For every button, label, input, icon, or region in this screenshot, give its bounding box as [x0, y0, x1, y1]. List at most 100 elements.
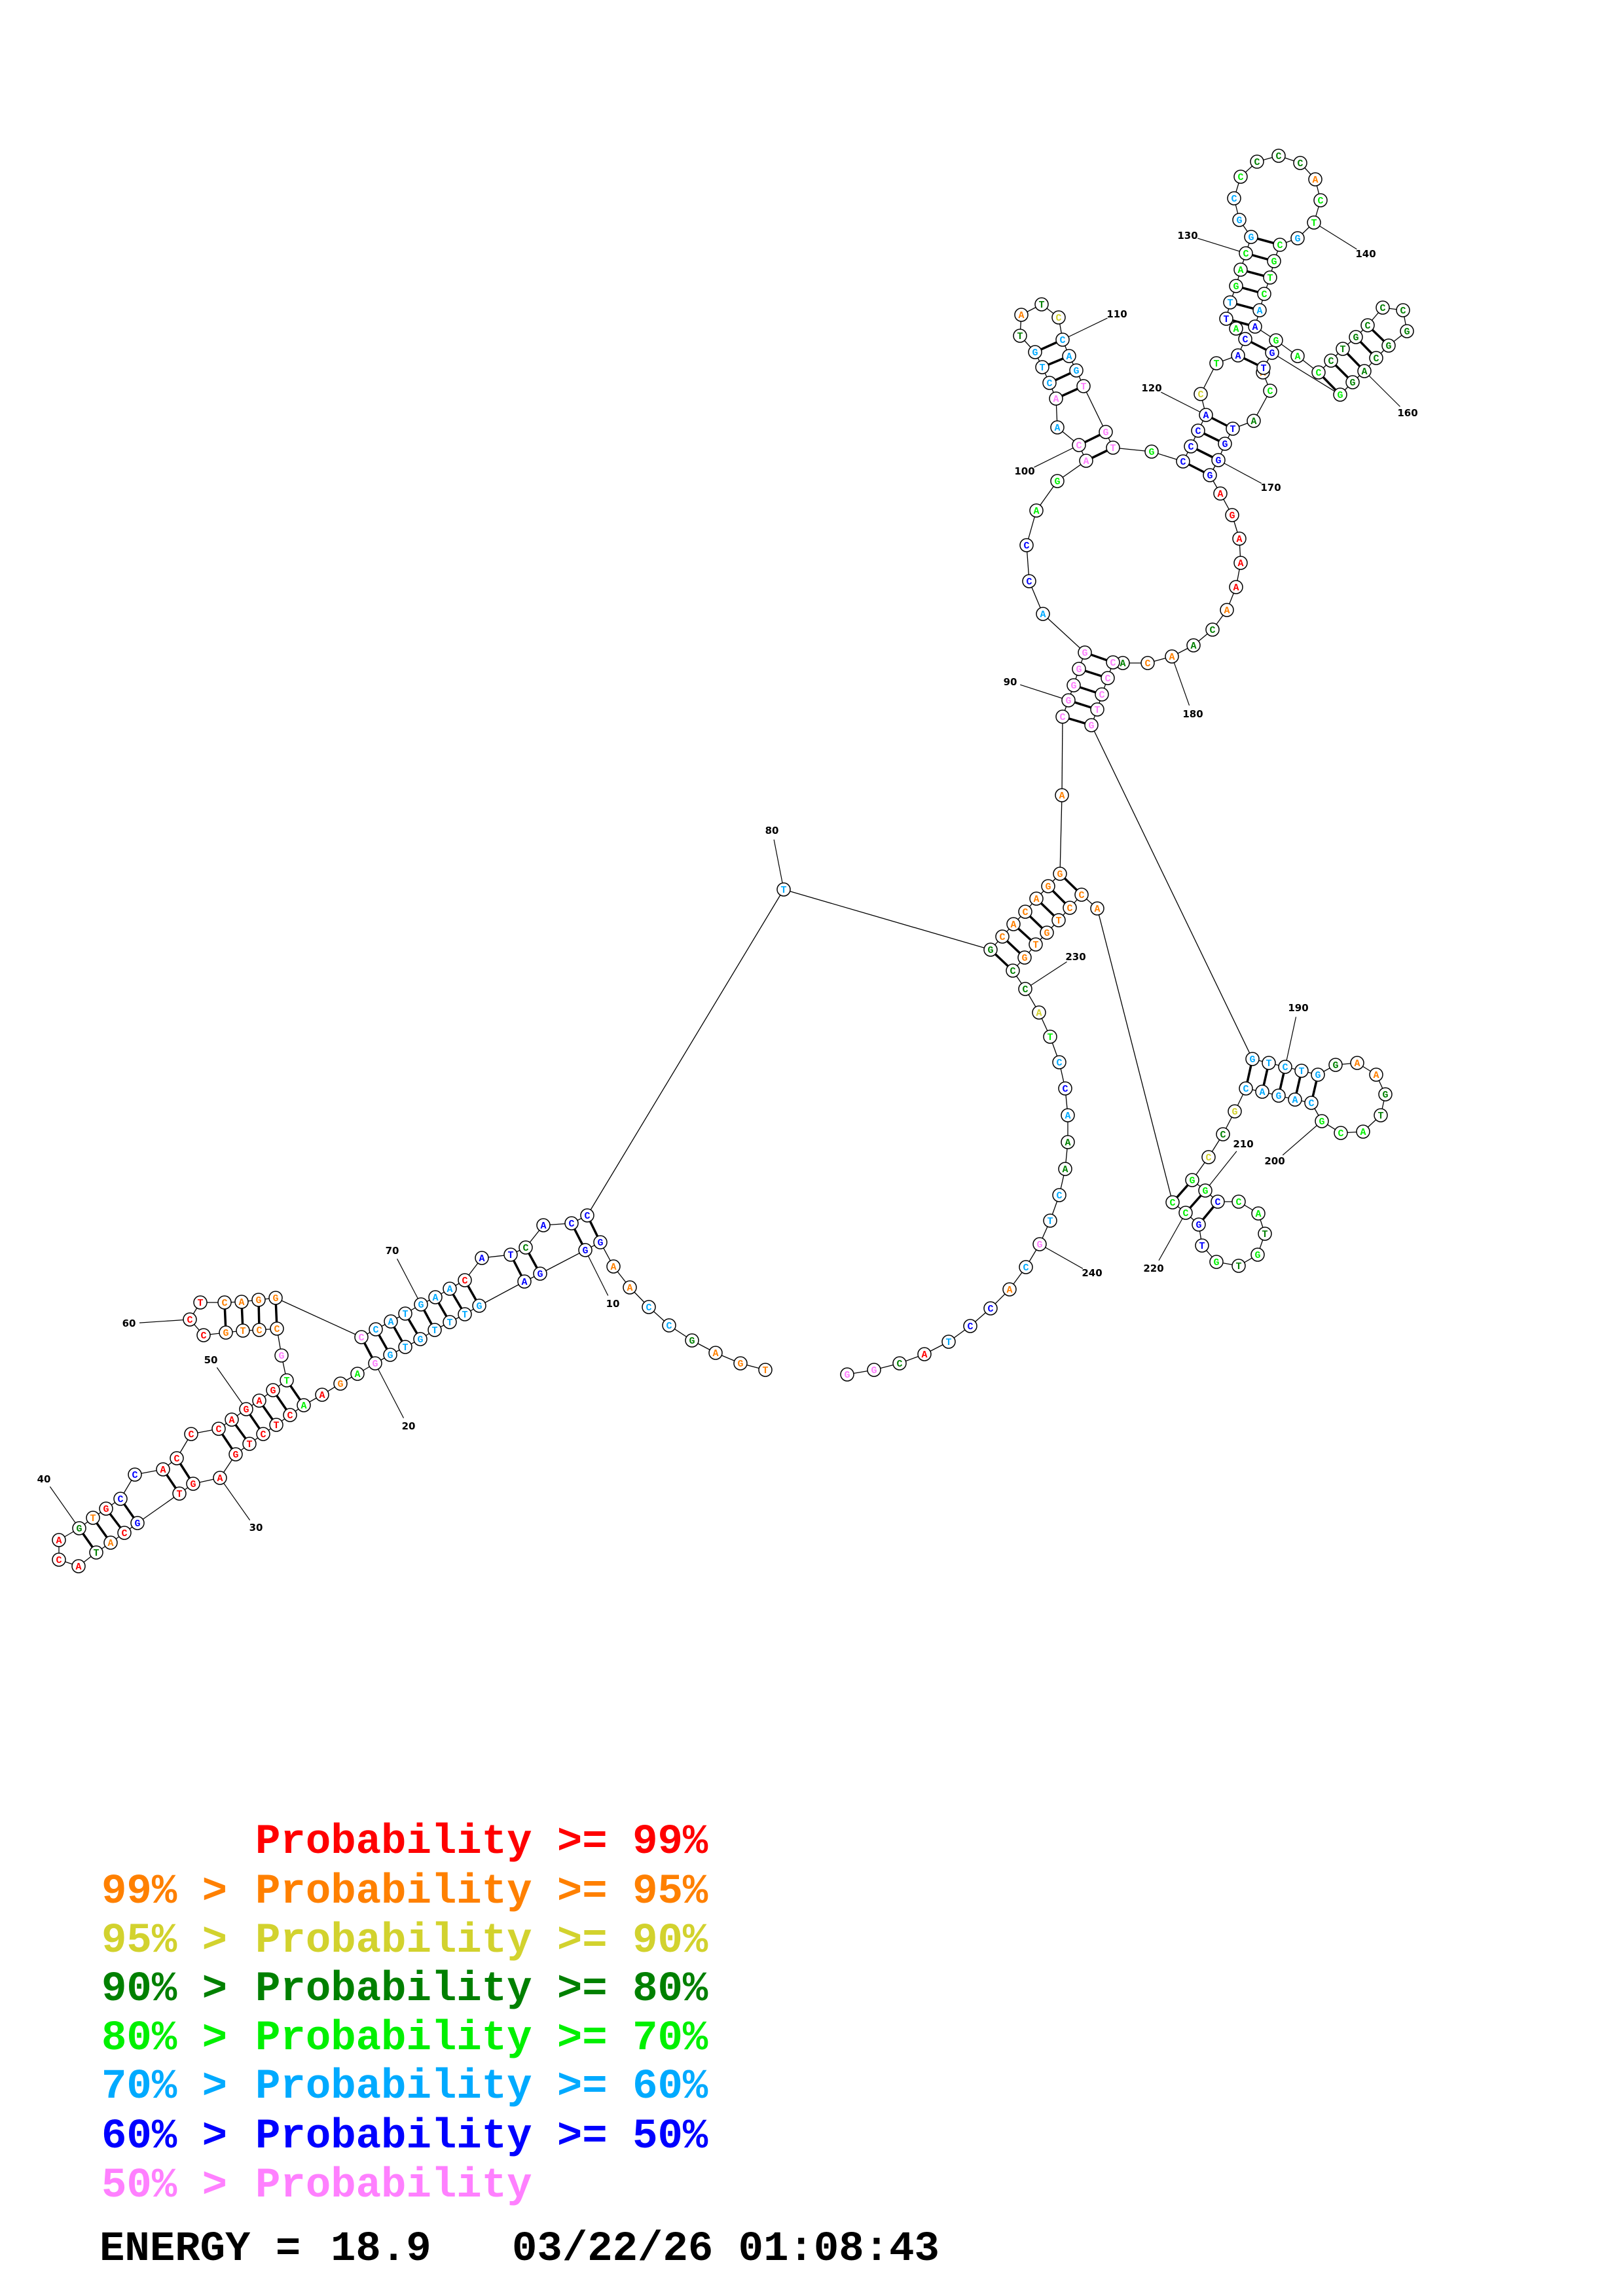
nucleotide-circle	[228, 1447, 243, 1462]
nucleotide-circle	[398, 1340, 412, 1354]
nucleotide-letter: G	[337, 1379, 343, 1390]
nucleotide-184: C	[1101, 671, 1115, 685]
nucleotide-126: T	[1219, 312, 1233, 326]
nucleotide-41: T	[86, 1511, 100, 1525]
nucleotide-188: G	[1245, 1052, 1260, 1066]
nucleotide-circle	[213, 1471, 227, 1485]
nucleotide-letter: C	[1220, 1130, 1226, 1141]
nucleotide-letter: A	[301, 1401, 306, 1412]
nucleotide-237: A	[1058, 1162, 1072, 1176]
nucleotide-14: T	[458, 1307, 472, 1321]
nucleotide-11: G	[533, 1266, 547, 1281]
nucleotide-letter: C	[1062, 1084, 1068, 1095]
nucleotide-circle	[1226, 422, 1240, 436]
nucleotide-236: A	[1061, 1135, 1075, 1149]
nucleotide-circle	[475, 1251, 489, 1265]
nucleotide-247: C	[892, 1356, 907, 1371]
nucleotide-circle	[117, 1526, 132, 1540]
nucleotide-55: C	[270, 1321, 284, 1336]
position-label-240: 240	[1082, 1267, 1102, 1279]
nucleotide-113: T	[1076, 379, 1091, 393]
nucleotide-circle	[1256, 361, 1271, 375]
nucleotide-letter: G	[537, 1269, 543, 1280]
nucleotide-178: C	[1205, 622, 1220, 637]
nucleotide-59: C	[196, 1328, 211, 1342]
nucleotide-circle	[1013, 329, 1027, 343]
nucleotide-42: G	[99, 1501, 113, 1516]
nucleotide-letter: C	[1104, 673, 1110, 685]
nucleotide-letter: C	[1242, 334, 1248, 346]
nucleotide-letter: C	[1022, 907, 1028, 918]
position-label-40: 40	[37, 1473, 51, 1485]
nucleotide-circle	[170, 1451, 184, 1465]
nucleotide-letter: C	[1275, 151, 1281, 162]
nucleotide-letter: C	[1231, 194, 1237, 205]
nucleotide-circle	[1232, 531, 1247, 546]
nucleotide-180: A	[1165, 649, 1179, 664]
nucleotide-circle	[1315, 1114, 1329, 1128]
nucleotide-circle	[472, 1299, 486, 1313]
nucleotide-127: T	[1223, 295, 1237, 310]
nucleotide-231: A	[1032, 1005, 1046, 1020]
nucleotide-45: A	[156, 1462, 170, 1477]
legend-row-2-prefix: 95% >	[101, 1918, 227, 1965]
nucleotide-133: C	[1227, 191, 1241, 206]
position-label-ticks	[49, 222, 1400, 1529]
nucleotide-130: C	[1239, 246, 1253, 260]
nucleotide-letter: C	[132, 1470, 137, 1481]
nucleotide-letter: A	[712, 1348, 718, 1359]
nucleotide-circle	[184, 1427, 198, 1441]
nucleotide-207: C	[1216, 1127, 1230, 1141]
nucleotide-letter: C	[117, 1494, 123, 1505]
nucleotide-circle	[86, 1511, 100, 1525]
nucleotide-letter: G	[582, 1246, 588, 1257]
nucleotide-65: G	[268, 1291, 283, 1305]
nucleotide-19: G	[383, 1348, 397, 1362]
nucleotide-letter: C	[358, 1333, 364, 1344]
nucleotide-letter: G	[1249, 1054, 1255, 1066]
position-label-230: 230	[1065, 951, 1085, 963]
nucleotide-letter: T	[90, 1513, 96, 1524]
nucleotide-192: G	[1311, 1067, 1325, 1082]
nucleotide-letter: G	[1045, 882, 1051, 893]
nucleotide-62: C	[217, 1295, 232, 1310]
nucleotide-4: G	[685, 1333, 699, 1348]
nucleotide-99: A	[1079, 454, 1093, 468]
nucleotide-letter: C	[987, 1304, 993, 1315]
nucleotide-56: C	[252, 1323, 266, 1337]
nucleotide-213: A	[1251, 1206, 1266, 1221]
nucleotide-letter: C	[121, 1528, 127, 1539]
nucleotide-97: A	[1029, 503, 1044, 518]
nucleotide-letter: A	[1054, 423, 1060, 434]
nucleotide-circle	[251, 1293, 266, 1307]
nucleotide-circle	[225, 1412, 239, 1427]
nucleotide-225: T	[1051, 913, 1066, 927]
nucleotide-22: G	[333, 1376, 348, 1391]
nucleotide-letter: A	[160, 1465, 166, 1476]
nucleotide-circle	[1257, 287, 1271, 301]
nucleotide-200: G	[1315, 1114, 1329, 1128]
nucleotide-circle	[1293, 156, 1307, 170]
nucleotide-letter: T	[1039, 363, 1045, 374]
nucleotide-circle	[1036, 607, 1050, 621]
nucleotide-circle	[1084, 718, 1099, 732]
nucleotide-letter: G	[372, 1359, 378, 1370]
nucleotide-circle	[1252, 303, 1267, 317]
nucleotide-letter: C	[1379, 303, 1385, 314]
nucleotide-circle	[1239, 1081, 1253, 1096]
nucleotide-43: C	[113, 1492, 128, 1506]
position-tick	[1020, 684, 1069, 701]
nucleotide-letter: A	[1065, 1111, 1070, 1122]
nucleotide-82: C	[995, 929, 1010, 944]
nucleotide-circle	[443, 1282, 457, 1296]
nucleotide-52: G	[266, 1383, 280, 1397]
nucleotide-circle	[1262, 1056, 1276, 1070]
nucleotide-circle	[211, 1422, 226, 1436]
nucleotide-letter: A	[228, 1415, 234, 1426]
nucleotide-letter: G	[1070, 681, 1076, 692]
nucleotide-153: G	[1349, 330, 1363, 344]
nucleotide-letter: A	[1255, 1209, 1261, 1220]
position-label-160: 160	[1397, 407, 1417, 419]
nucleotide-circle	[1050, 420, 1065, 435]
nucleotide-letter: G	[1273, 336, 1279, 347]
